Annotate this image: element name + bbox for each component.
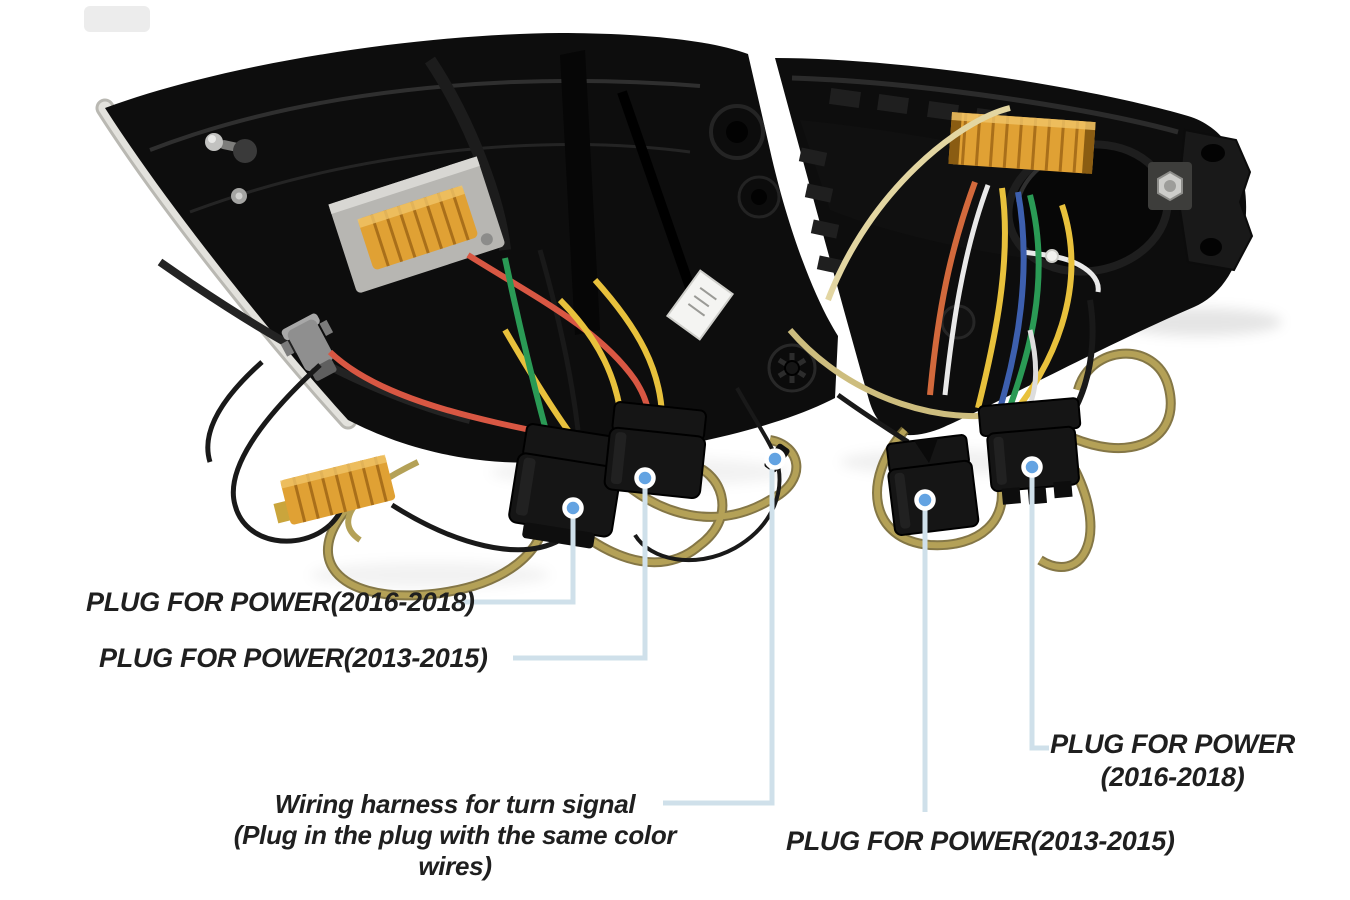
power-plug-2016-2018-left <box>508 423 623 549</box>
callout-dot-plug-2016-2018-right <box>1021 456 1043 478</box>
twist-lock-boss <box>767 343 817 393</box>
wires-green <box>502 194 1042 439</box>
callout-line-plug-2016-2018-left <box>457 512 576 605</box>
power-plug-2013-2015-right <box>886 434 980 536</box>
led-load-resistor-right <box>948 112 1096 174</box>
label-text-line2: (2016-2018) <box>1100 762 1245 792</box>
label-text: PLUG FOR POWER(2016-2018) <box>86 587 475 617</box>
callout-line-plug-2016-2018-right <box>1029 472 1049 751</box>
power-plug-2013-2015-left <box>603 401 707 499</box>
callout-dot-plug-2016-2018-left <box>562 497 584 519</box>
callout-dot-plug-2013-2015-left <box>634 467 656 489</box>
label-text: PLUG FOR POWER(2013-2015) <box>786 826 1175 856</box>
sticker <box>665 269 735 341</box>
led-load-resistor-hanging <box>273 454 396 525</box>
callout-line-plug-2013-2015-left <box>513 482 648 661</box>
led-load-resistor-left <box>328 156 505 293</box>
screw-head <box>231 188 247 204</box>
label-plug-power-2013-2015-left: PLUG FOR POWER(2013-2015) <box>99 643 488 674</box>
label-text-line1: PLUG FOR POWER <box>1050 729 1295 759</box>
callout-dot-plug-2013-2015-right <box>914 489 936 511</box>
mounting-bracket-bolt <box>1148 128 1254 272</box>
label-turn-signal-harness: Wiring harness for turn signal (Plug in … <box>195 789 715 882</box>
tail-lamp-housing-left <box>95 33 838 463</box>
callout-lines <box>457 464 1049 812</box>
callout-dot-turn-signal <box>764 448 786 470</box>
callout-line-turn-signal <box>663 464 775 806</box>
label-plug-power-2016-2018-right: PLUG FOR POWER (2016-2018) <box>1040 728 1305 794</box>
bulb-socket <box>280 313 337 381</box>
label-text-line1: Wiring harness for turn signal <box>274 789 636 819</box>
corner-tag <box>84 6 150 32</box>
label-text: PLUG FOR POWER(2013-2015) <box>99 643 488 673</box>
ball-stud <box>205 133 257 163</box>
connectors <box>508 397 1082 549</box>
callout-dots <box>562 448 1043 519</box>
label-text-line2: (Plug in the plug with the same color wi… <box>233 820 677 881</box>
label-plug-power-2013-2015-right: PLUG FOR POWER(2013-2015) <box>786 826 1175 857</box>
tail-lamp-housing-right <box>775 58 1254 436</box>
label-plug-power-2016-2018-left: PLUG FOR POWER(2016-2018) <box>86 587 475 618</box>
wires-blue <box>995 191 1027 416</box>
